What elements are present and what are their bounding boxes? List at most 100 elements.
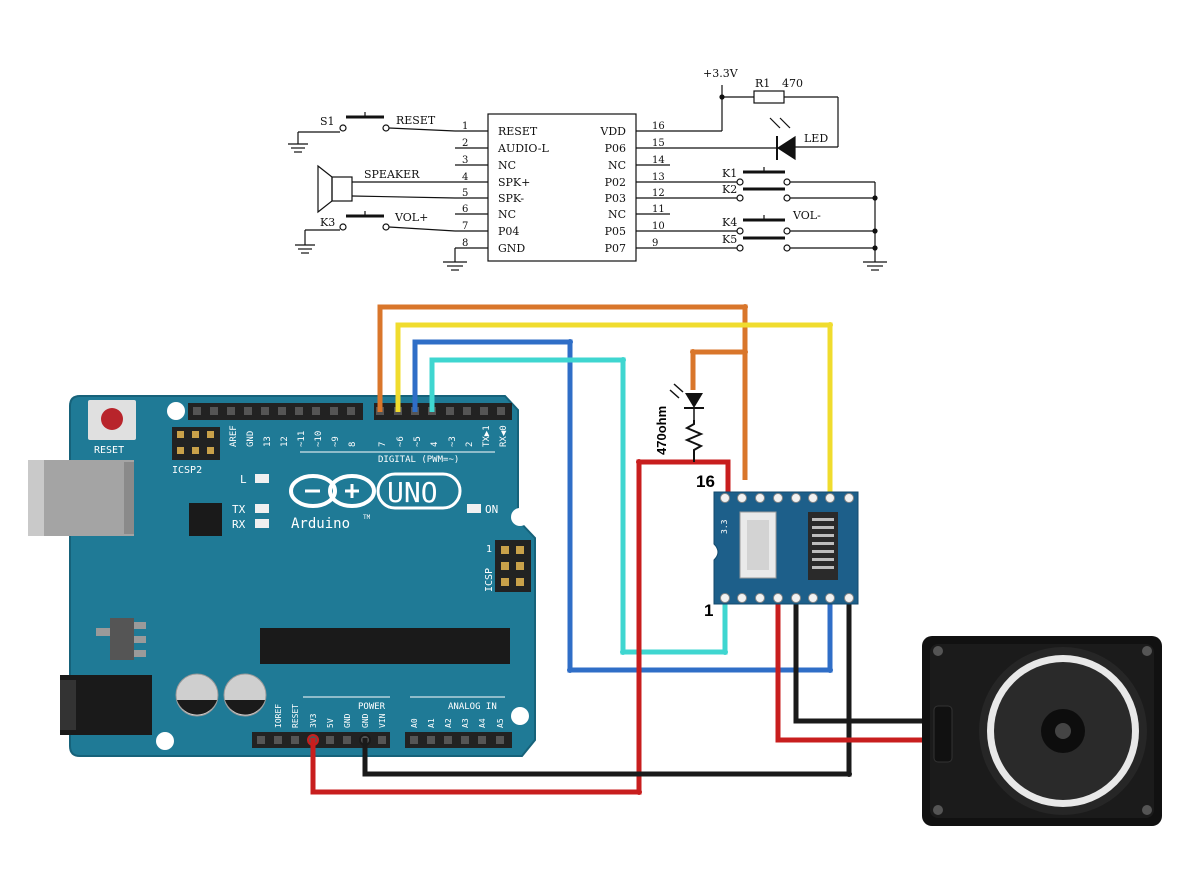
- header-pin[interactable]: [261, 407, 269, 415]
- module-pin[interactable]: [737, 593, 747, 603]
- header-pin[interactable]: [257, 736, 265, 744]
- wire-blue-pin5: [412, 339, 833, 673]
- k5-label: K5: [722, 233, 737, 246]
- header-pin[interactable]: [312, 407, 320, 415]
- ic-left-pin-name: AUDIO-L: [497, 142, 550, 155]
- power-header: [252, 732, 390, 748]
- analog-header-label: ANALOG IN: [448, 702, 497, 712]
- resistor-label: 470ohm: [654, 406, 669, 455]
- module-silk: 3.3: [720, 519, 729, 534]
- header-pin[interactable]: [378, 736, 386, 744]
- module-pin[interactable]: [755, 593, 765, 603]
- module-pin[interactable]: [808, 493, 818, 503]
- reset-button-cap[interactable]: [101, 408, 123, 430]
- module-pin[interactable]: [808, 593, 818, 603]
- header-pin[interactable]: [210, 407, 218, 415]
- wire-yellow-pin6: [395, 322, 833, 495]
- header-pin[interactable]: [274, 736, 282, 744]
- module-pin[interactable]: [737, 493, 747, 503]
- module-pin[interactable]: [844, 493, 854, 503]
- header-pin[interactable]: [193, 407, 201, 415]
- module-pin[interactable]: [825, 593, 835, 603]
- mp3-module: [713, 491, 859, 605]
- led-label: LED: [804, 132, 828, 145]
- digital-pin-label: 2: [465, 442, 475, 447]
- ic-right-pin-name: NC: [608, 159, 626, 172]
- led-l-label: L: [240, 473, 247, 486]
- module-pin[interactable]: [791, 593, 801, 603]
- module-pin[interactable]: [720, 593, 730, 603]
- module-pin[interactable]: [791, 493, 801, 503]
- ic-left-pin-num: 1: [462, 121, 468, 132]
- ic-right-pin-num: 10: [652, 221, 665, 232]
- ic-right-pin-num: 12: [652, 188, 665, 199]
- digital-pin-label: RX◀0: [499, 425, 509, 447]
- header-pin[interactable]: [427, 736, 435, 744]
- ic-left-pin-name: SPK+: [498, 176, 530, 189]
- trademark-label: TM: [363, 514, 371, 521]
- ic-right-pin-name: VDD: [599, 125, 626, 138]
- header-pin[interactable]: [461, 736, 469, 744]
- volminus-label: VOL-: [792, 209, 821, 222]
- schematic-labels: +3.3V R1 470 LED SPEAKER S1 RESET K3 VOL…: [320, 67, 828, 246]
- ic-left-pin-num: 6: [462, 204, 468, 215]
- wire-black-speaker: [793, 600, 930, 724]
- ic-left-pin-name: NC: [498, 159, 516, 172]
- power-pin-label: IOREF: [274, 704, 283, 728]
- header-pin[interactable]: [444, 736, 452, 744]
- module-pin[interactable]: [720, 493, 730, 503]
- module-pin16-label: 16: [696, 472, 715, 491]
- ic-right-pin-name: P02: [605, 176, 626, 189]
- module-pin[interactable]: [755, 493, 765, 503]
- digital-pin-label: 8: [348, 442, 358, 447]
- digital-pin-label: 13: [263, 436, 273, 447]
- ic-left-pin-num: 8: [462, 238, 468, 249]
- header-pin[interactable]: [446, 407, 454, 415]
- wires: [310, 304, 930, 795]
- header-pin[interactable]: [497, 407, 505, 415]
- module-pin[interactable]: [773, 593, 783, 603]
- icsp-label: ICSP: [484, 568, 495, 592]
- header-pin[interactable]: [330, 407, 338, 415]
- header-pin[interactable]: [496, 736, 504, 744]
- ic-left-pin-num: 4: [462, 172, 468, 183]
- power-pin-label: 5V: [326, 718, 335, 728]
- header-pin[interactable]: [480, 407, 488, 415]
- header-pin[interactable]: [343, 736, 351, 744]
- k3-label: K3: [320, 216, 335, 229]
- ic-right-pin-name: P05: [605, 225, 626, 238]
- digital-pin-label: TX▶1: [482, 425, 492, 447]
- header-pin[interactable]: [478, 736, 486, 744]
- ic-left-pin-num: 3: [462, 155, 468, 166]
- module-pin[interactable]: [773, 493, 783, 503]
- external-led: [669, 383, 704, 420]
- ic-right-pin-num: 16: [652, 121, 665, 132]
- ic-right-pin-num: 13: [652, 172, 665, 183]
- header-pin[interactable]: [295, 407, 303, 415]
- atmega-chip: [260, 628, 510, 664]
- digital-pin-label: ~3: [448, 436, 458, 447]
- analog-pin-label: A4: [478, 718, 487, 728]
- resistor-name: R1: [755, 77, 770, 90]
- ic-right-pin-name: P06: [605, 142, 626, 155]
- digital-pin-label: 4: [430, 442, 440, 447]
- header-pin[interactable]: [227, 407, 235, 415]
- wire-red-3v3: [310, 459, 731, 795]
- speaker: [922, 636, 1162, 826]
- header-pin[interactable]: [244, 407, 252, 415]
- analog-pin-label: A3: [461, 718, 470, 728]
- header-pin[interactable]: [326, 736, 334, 744]
- analog-pin-label: A0: [410, 718, 419, 728]
- arduino-brand-label: Arduino: [291, 516, 350, 532]
- ic-right-pin-name: NC: [608, 208, 626, 221]
- digital-pin-label: 12: [280, 436, 290, 447]
- header-pin[interactable]: [347, 407, 355, 415]
- s1-label: S1: [320, 115, 335, 128]
- header-pin[interactable]: [463, 407, 471, 415]
- header-pin[interactable]: [291, 736, 299, 744]
- module-pin[interactable]: [844, 593, 854, 603]
- module-pin[interactable]: [825, 493, 835, 503]
- header-pin[interactable]: [278, 407, 286, 415]
- header-pin[interactable]: [410, 736, 418, 744]
